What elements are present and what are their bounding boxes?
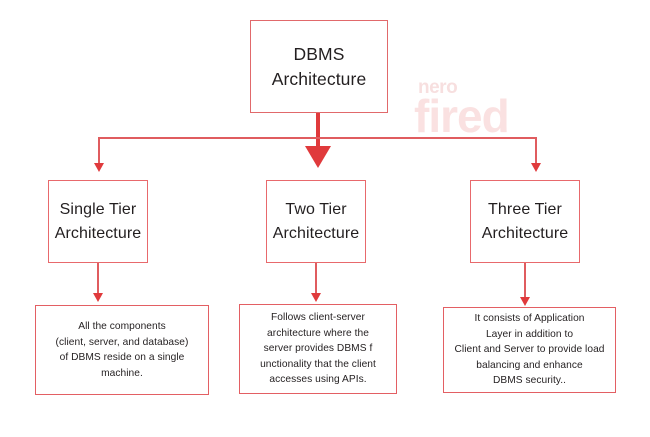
arrowhead-branch-right <box>531 163 541 172</box>
node-two-tier-architecture-label: Two Tier Architecture <box>272 201 360 242</box>
watermark-small-text: nero <box>418 77 458 98</box>
description-three-tier[interactable]: It consists of Application Layer in addi… <box>443 307 616 393</box>
connector-two-tier-to-description <box>315 263 317 295</box>
connector-horizontal-bus <box>99 137 537 139</box>
description-three-tier-label: It consists of Application Layer in addi… <box>454 313 605 387</box>
arrowhead-branch-center <box>305 146 331 168</box>
watermark-big-text: fired <box>414 90 510 142</box>
arrowhead-single-tier-description <box>93 293 103 302</box>
arrowhead-three-tier-description <box>520 297 530 306</box>
connector-branch-right <box>535 137 537 165</box>
description-two-tier-label: Follows client-server architecture where… <box>260 312 376 386</box>
description-two-tier[interactable]: Follows client-server architecture where… <box>239 304 397 394</box>
arrowhead-branch-left <box>94 163 104 172</box>
arrowhead-two-tier-description <box>311 293 321 302</box>
node-dbms-architecture[interactable]: DBMS Architecture <box>250 20 388 113</box>
node-two-tier-architecture[interactable]: Two Tier Architecture <box>266 180 366 263</box>
node-single-tier-architecture[interactable]: Single Tier Architecture <box>48 180 148 263</box>
connector-root-stem <box>316 113 320 149</box>
node-three-tier-architecture[interactable]: Three Tier Architecture <box>470 180 580 263</box>
node-dbms-architecture-label: DBMS Architecture <box>271 43 367 89</box>
description-single-tier-label: All the components (client, server, and … <box>55 321 189 379</box>
connector-three-tier-to-description <box>524 263 526 299</box>
description-single-tier[interactable]: All the components (client, server, and … <box>35 305 209 395</box>
connector-branch-left <box>98 137 100 165</box>
node-single-tier-architecture-label: Single Tier Architecture <box>54 201 142 242</box>
node-three-tier-architecture-label: Three Tier Architecture <box>481 201 569 242</box>
connector-single-tier-to-description <box>97 263 99 295</box>
